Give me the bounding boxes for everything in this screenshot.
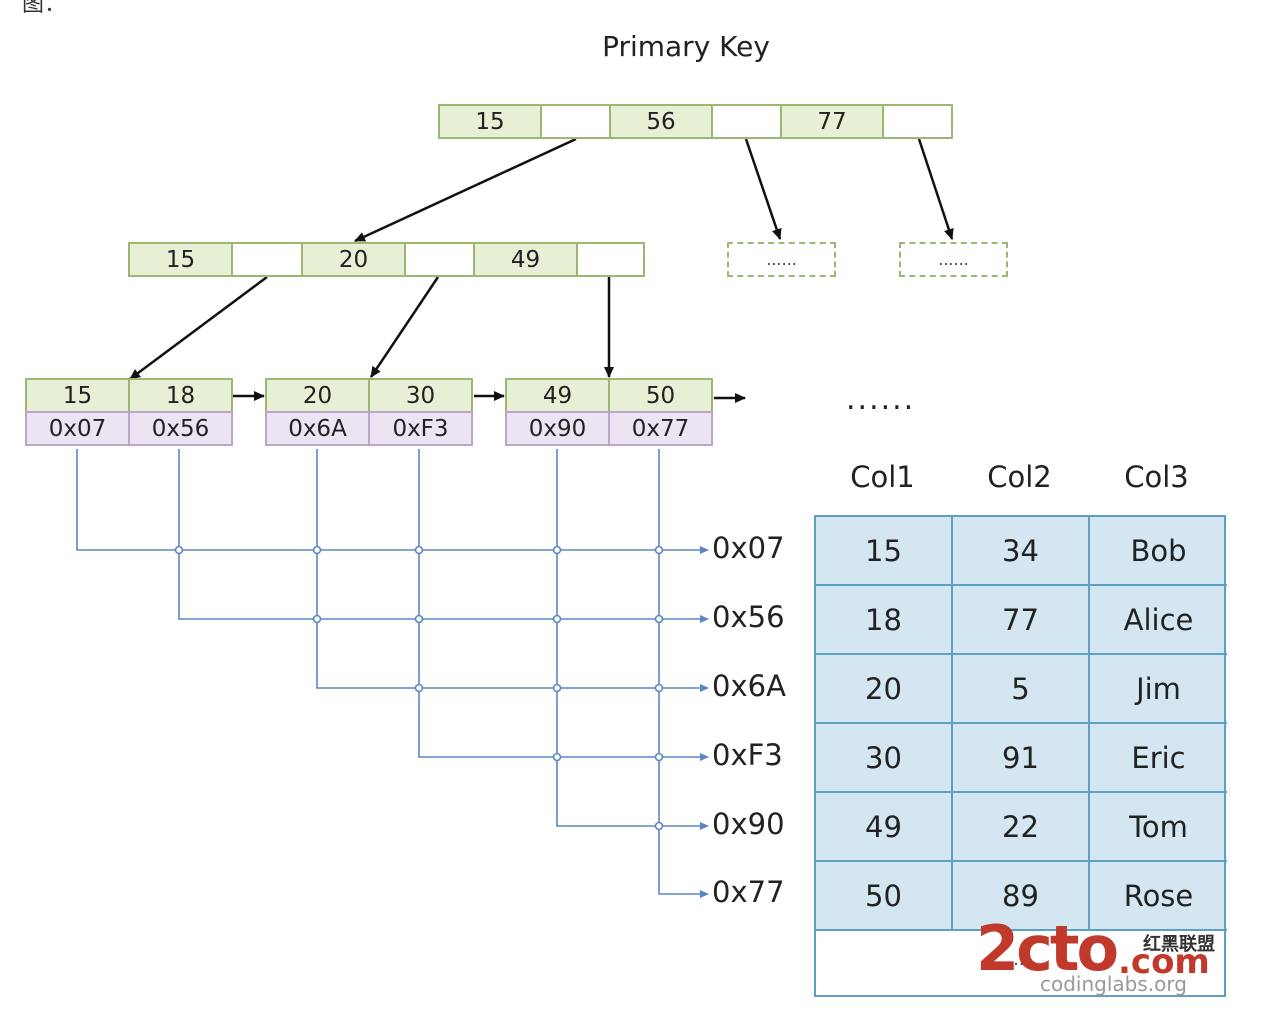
internal-pointer-3 bbox=[576, 242, 645, 277]
table-cell: 15 bbox=[816, 517, 953, 586]
leaf-3-addr-1: 0x90 bbox=[505, 411, 610, 446]
root-pointer-2 bbox=[711, 104, 782, 139]
root-pointer-3 bbox=[882, 104, 953, 139]
diagram-title: Primary Key bbox=[602, 30, 770, 63]
overflow-dots: ...... bbox=[996, 949, 1031, 970]
leaf-3-key-2: 50 bbox=[608, 378, 713, 413]
link-0xF3 bbox=[418, 449, 709, 761]
root-key-3: 77 bbox=[780, 104, 884, 139]
address-label: 0x56 bbox=[712, 600, 785, 634]
leaf-3-addr-2: 0x77 bbox=[608, 411, 713, 446]
data-table: 15 34 Bob 18 77 Alice 20 5 Jim 30 91 Eri… bbox=[814, 515, 1227, 997]
table-cell: 89 bbox=[953, 862, 1090, 931]
link-0x90 bbox=[556, 449, 709, 830]
link-0x6A bbox=[316, 449, 709, 692]
table-cell: Bob bbox=[1090, 517, 1227, 586]
table-cell: Jim bbox=[1090, 655, 1227, 724]
root-to-internal-arrow bbox=[354, 137, 577, 243]
root-to-placeholder1-arrow bbox=[744, 138, 782, 240]
internal-key-3: 49 bbox=[473, 242, 578, 277]
table-cell: Alice bbox=[1090, 586, 1227, 655]
leaf-2-key-1: 20 bbox=[265, 378, 370, 413]
root-key-2: 56 bbox=[609, 104, 713, 139]
column-header-col1: Col1 bbox=[850, 460, 915, 494]
internal-to-leaf2-arrow bbox=[369, 276, 440, 378]
internal-pointer-1 bbox=[231, 242, 303, 277]
table-cell: 20 bbox=[816, 655, 953, 724]
link-0x07 bbox=[76, 449, 709, 554]
leaf-3-key-1: 49 bbox=[505, 378, 610, 413]
table-cell: 34 bbox=[953, 517, 1090, 586]
table-cell: 30 bbox=[816, 724, 953, 793]
leaf-1-key-1: 15 bbox=[25, 378, 130, 413]
table-cell: 77 bbox=[953, 586, 1090, 655]
column-header-col3: Col3 bbox=[1124, 460, 1189, 494]
internal-key-2: 20 bbox=[301, 242, 406, 277]
address-label: 0x6A bbox=[712, 669, 786, 703]
table-cell: Eric bbox=[1090, 724, 1227, 793]
placeholder-node-2: ...... bbox=[899, 242, 1008, 277]
address-label: 0xF3 bbox=[712, 738, 783, 772]
corner-label: 图： bbox=[22, 0, 67, 17]
table-cell: 49 bbox=[816, 793, 953, 862]
leaf-2-key-2: 30 bbox=[368, 378, 473, 413]
leaf-1-key-2: 18 bbox=[128, 378, 233, 413]
root-key-1: 15 bbox=[438, 104, 542, 139]
internal-pointer-2 bbox=[404, 242, 476, 277]
leaf-1-addr-1: 0x07 bbox=[25, 411, 130, 446]
leaf-1-addr-2: 0x56 bbox=[128, 411, 233, 446]
table-cell: 18 bbox=[816, 586, 953, 655]
leaf-2-addr-1: 0x6A bbox=[265, 411, 370, 446]
internal-to-leaf1-arrow bbox=[129, 275, 268, 381]
table-cell: 5 bbox=[953, 655, 1090, 724]
table-cell: 91 bbox=[953, 724, 1090, 793]
address-label: 0x77 bbox=[712, 875, 785, 909]
leaf-2-addr-2: 0xF3 bbox=[368, 411, 473, 446]
internal-key-1: 15 bbox=[128, 242, 233, 277]
table-overflow-row: ...... bbox=[816, 931, 1224, 995]
table-cell: Tom bbox=[1090, 793, 1227, 862]
table-cell: 50 bbox=[816, 862, 953, 931]
link-0x77 bbox=[658, 449, 709, 898]
watermark-suffix: .com bbox=[1118, 942, 1210, 982]
table-cell: Rose bbox=[1090, 862, 1227, 931]
watermark-brand: 2cto bbox=[976, 912, 1119, 985]
watermark-cn: 红黑联盟 bbox=[1143, 934, 1215, 955]
placeholder-node-1: ...... bbox=[727, 242, 836, 277]
address-label: 0x07 bbox=[712, 531, 785, 565]
table-cell: 22 bbox=[953, 793, 1090, 862]
root-to-placeholder2-arrow bbox=[917, 138, 954, 240]
link-0x56 bbox=[178, 449, 709, 623]
root-pointer-1 bbox=[540, 104, 611, 139]
watermark-url: codinglabs.org bbox=[1040, 972, 1187, 996]
column-header-col2: Col2 bbox=[987, 460, 1052, 494]
address-label: 0x90 bbox=[712, 807, 785, 841]
more-leaves-ellipsis: ...... bbox=[846, 382, 916, 417]
